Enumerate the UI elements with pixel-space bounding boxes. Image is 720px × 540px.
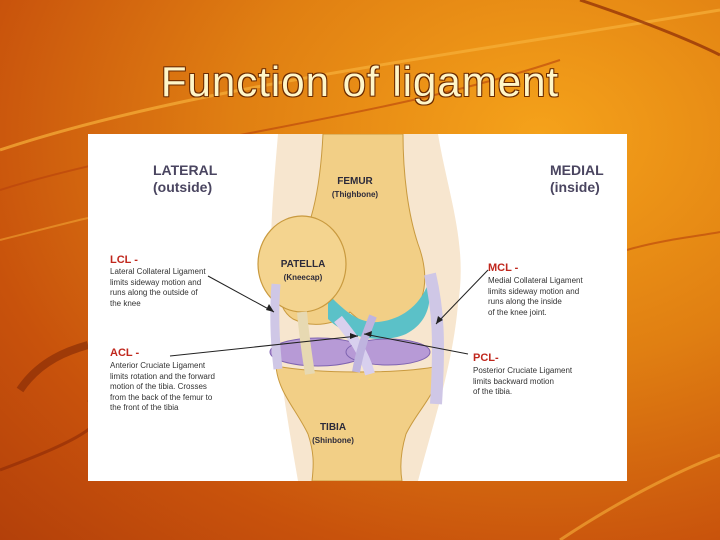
- pcl-pointer: [363, 333, 469, 355]
- knee-anatomy-diagram: LATERAL (outside) MEDIAL (inside) FEMUR …: [88, 134, 627, 481]
- lcl-pointer: [207, 275, 275, 313]
- lcl-ligament: [270, 283, 283, 370]
- lateral-label: LATERAL: [153, 162, 218, 178]
- medial-label: MEDIAL: [550, 162, 604, 178]
- acl-pointer: [169, 335, 359, 357]
- tibia-label: TIBIA: [319, 422, 347, 433]
- tibia-bone: [275, 365, 441, 481]
- tibia-sub-label: (Shinbone): [312, 436, 354, 445]
- femur-label: FEMUR: [337, 176, 373, 187]
- patella-sub-label: (Kneecap): [283, 273, 323, 282]
- mcl-description: Medial Collateral Ligament limits sidewa…: [488, 276, 583, 317]
- knee-illustration: [169, 134, 489, 481]
- lcl-description: Lateral Collateral Ligament limits sidew…: [110, 267, 206, 308]
- mcl-pointer: [435, 269, 489, 325]
- pcl-label: PCL-: [473, 352, 499, 364]
- lcl-label: LCL -: [110, 254, 138, 266]
- pcl-description: Posterior Cruciate Ligament limits backw…: [473, 366, 573, 396]
- mcl-label: MCL -: [488, 262, 519, 274]
- slide-title: Function of ligament: [160, 58, 560, 105]
- pcl-ligament: [352, 314, 377, 373]
- cartilage: [328, 284, 430, 339]
- lateral-sub-label: (outside): [153, 179, 213, 195]
- patella-label: PATELLA: [280, 259, 326, 270]
- femur-sub-label: (Thighbone): [331, 190, 379, 199]
- acl-description: Anterior Cruciate Ligament limits rotati…: [110, 361, 215, 412]
- mcl-ligament: [424, 272, 444, 405]
- medial-sub-label: (inside): [550, 179, 600, 195]
- acl-label: ACL -: [110, 347, 140, 359]
- acl-ligament: [334, 315, 375, 376]
